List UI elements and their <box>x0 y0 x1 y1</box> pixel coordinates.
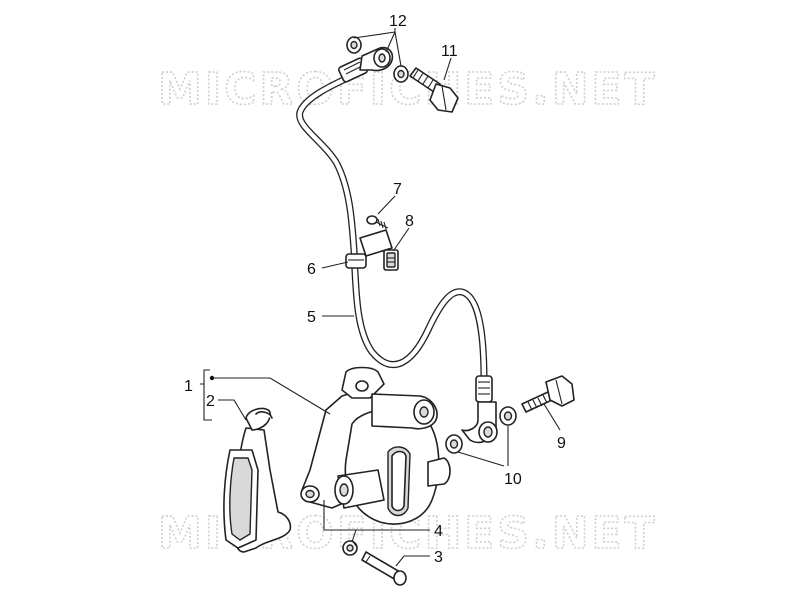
callout-12: 12 <box>389 13 407 30</box>
caliper-washer <box>342 540 358 556</box>
hose-clip <box>359 229 399 271</box>
callout-2: 2 <box>206 393 215 410</box>
banjo-bolt-lower <box>521 375 575 413</box>
callout-4: 4 <box>434 523 443 540</box>
callout-9: 9 <box>557 435 566 452</box>
callout-7: 7 <box>393 181 402 198</box>
callout-1: 1 <box>184 378 193 395</box>
caliper-bolt <box>361 551 407 586</box>
leader-lines <box>200 28 561 567</box>
callout-5: 5 <box>307 309 316 326</box>
washer-upper-right <box>393 65 409 83</box>
clamp-screw <box>366 215 389 230</box>
banjo-bolt-upper <box>409 67 459 113</box>
brake-caliper <box>300 366 451 525</box>
washer-lower-right <box>499 406 517 426</box>
upper-banjo-fitting <box>338 46 394 83</box>
washer-upper-left <box>346 36 362 54</box>
brake-pads <box>223 407 292 553</box>
callout-8: 8 <box>405 213 414 230</box>
brake-hose <box>296 72 488 384</box>
hose-clamp <box>345 253 367 269</box>
callout-11: 11 <box>441 43 458 60</box>
lower-hose-fitting <box>461 375 498 444</box>
callout-10: 10 <box>504 471 522 488</box>
callout-6: 6 <box>307 261 316 278</box>
washer-lower-left <box>445 434 463 454</box>
callout-3: 3 <box>434 549 443 566</box>
